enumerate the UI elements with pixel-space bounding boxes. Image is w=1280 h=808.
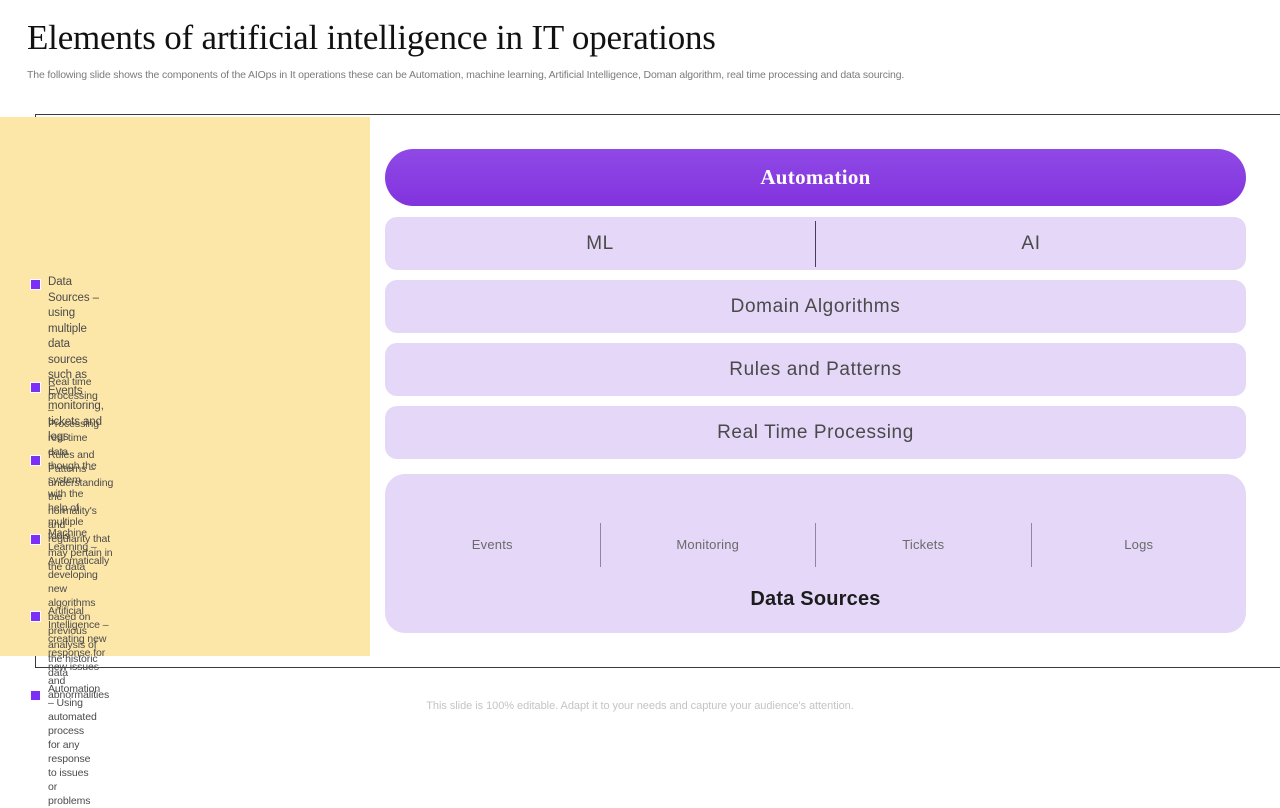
layer-domain-algorithms-label: Domain Algorithms [730, 295, 901, 317]
square-bullet-icon [30, 382, 41, 393]
timeline-item-text: Artificial Intelligence – creating new r… [48, 605, 110, 701]
data-source-divider [1030, 522, 1032, 567]
square-bullet-icon [30, 279, 41, 290]
data-sources-title: Data Sources [750, 588, 881, 610]
data-source-divider [815, 522, 816, 567]
layer-ml-ai-row: ML AI [385, 217, 1246, 270]
timeline-item-text: Rules and Patterns – understanding the n… [48, 449, 114, 573]
ml-ai-divider [815, 220, 816, 267]
layer-domain-algorithms[interactable]: Domain Algorithms [385, 280, 1246, 333]
layer-real-time-processing-label: Real Time Processing [717, 421, 914, 443]
square-bullet-icon [30, 611, 41, 622]
frame-top-border [35, 114, 1280, 115]
page-subtitle: The following slide shows the components… [27, 69, 905, 81]
layer-rules-and-patterns-label: Rules and Patterns [729, 358, 902, 380]
layer-rules-and-patterns[interactable]: Rules and Patterns [385, 343, 1246, 396]
square-bullet-icon [30, 455, 41, 466]
layer-ml[interactable]: ML [385, 217, 815, 270]
data-source-cell[interactable]: Logs [1124, 537, 1154, 552]
slide-header: Elements of artificial intelligence in I… [0, 0, 1280, 112]
left-description-panel [0, 117, 370, 656]
layer-automation[interactable]: Automation [385, 149, 1246, 206]
layer-automation-label: Automation [760, 165, 871, 189]
layer-ai[interactable]: AI [816, 217, 1246, 270]
square-bullet-icon [30, 534, 41, 545]
data-sources-cells: Events Monitoring Tickets Logs [385, 522, 1246, 567]
page-title: Elements of artificial intelligence in I… [27, 18, 716, 57]
frame-bottom-border [35, 667, 1280, 668]
data-source-cell[interactable]: Events [471, 537, 513, 552]
aiops-layer-diagram: Automation ML AI Domain Algorithms Rules… [385, 149, 1246, 633]
data-source-cell[interactable]: Tickets [902, 537, 945, 552]
timeline-item-text: Real time processing – Processing real t… [48, 376, 99, 542]
square-bullet-icon [30, 690, 41, 701]
layer-ai-label: AI [1021, 232, 1041, 254]
timeline-list: Data Sources – using multiple data sourc… [0, 117, 370, 807]
slide-footer-note: This slide is 100% editable. Adapt it to… [426, 700, 854, 712]
data-source-cell[interactable]: Monitoring [676, 537, 740, 552]
layer-ml-label: ML [586, 232, 614, 254]
layer-data-sources[interactable]: Events Monitoring Tickets Logs Data Sources [385, 474, 1246, 633]
timeline-item-text: Data Sources – using multiple data sourc… [48, 276, 104, 443]
timeline-item-text: Machine Learning – Automatically develop… [48, 527, 110, 679]
data-source-divider [599, 522, 601, 567]
layer-real-time-processing[interactable]: Real Time Processing [385, 406, 1246, 459]
